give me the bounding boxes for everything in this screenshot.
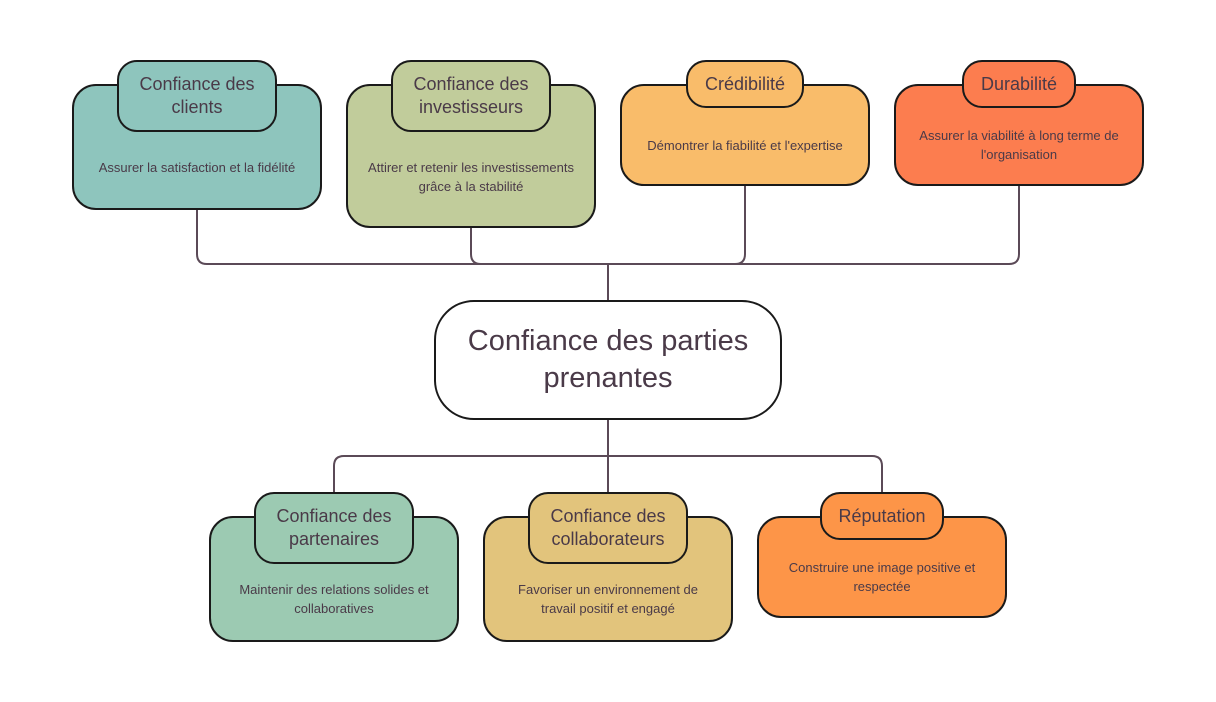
node-confiance-clients <box>72 84 322 210</box>
node-description: Maintenir des relations solides et colla… <box>239 582 429 616</box>
connector-top-2 <box>470 228 482 265</box>
connector-top-bus <box>196 186 1020 265</box>
connector-top-3 <box>734 186 746 265</box>
node-description: Démontrer la fiabilité et l'expertise <box>647 137 843 153</box>
node-description: Assurer la viabilité à long terme de l'o… <box>919 128 1119 162</box>
connector-bottom-bus <box>333 455 883 492</box>
node-description: Attirer et retenir les investissements g… <box>368 160 574 194</box>
node-description: Assurer la satisfaction et la fidélité <box>98 159 296 175</box>
central-node: Confiance des parties prenantes <box>434 300 782 420</box>
node-description: Construire une image positive et respect… <box>788 560 976 594</box>
node-title: Crédibilité <box>686 60 804 108</box>
node-title: Durabilité <box>962 60 1076 108</box>
node-description: Favoriser un environnement de travail po… <box>518 582 698 616</box>
node-title: Confiance des partenaires <box>254 492 414 564</box>
node-title: Confiance des clients <box>117 60 277 132</box>
node-title: Confiance des collaborateurs <box>528 492 688 564</box>
node-title: Confiance des investisseurs <box>391 60 551 132</box>
node-title: Réputation <box>820 492 944 540</box>
